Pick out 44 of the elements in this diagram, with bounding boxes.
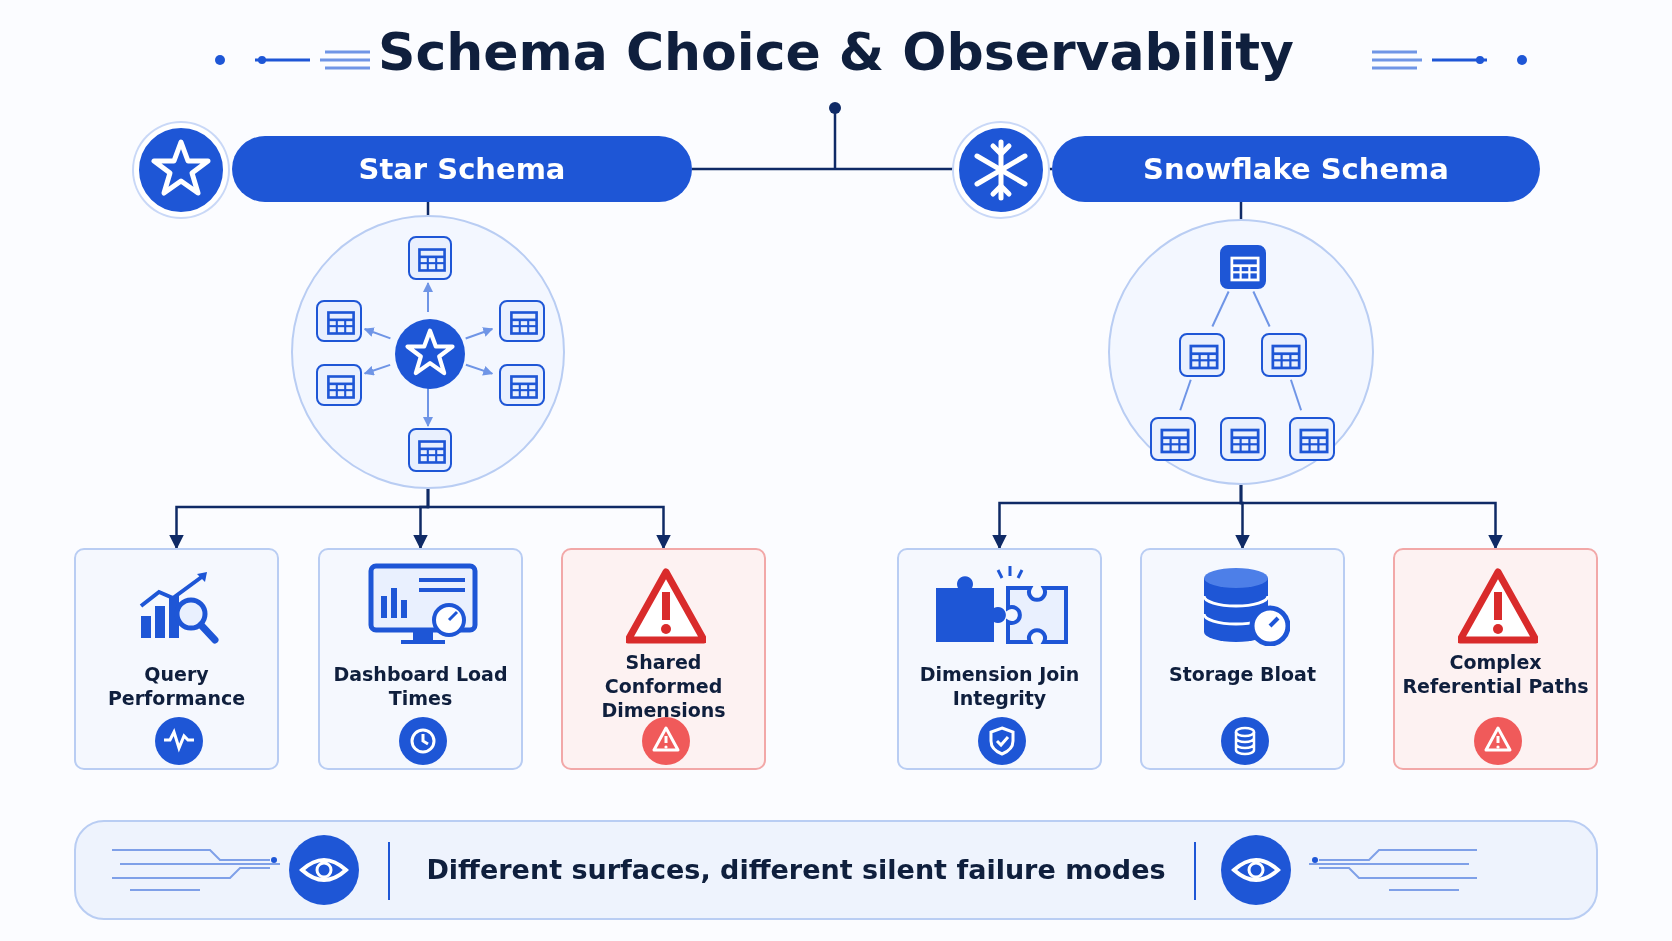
metric-card — [1140, 548, 1345, 770]
arrow — [426, 489, 671, 550]
table-node — [1261, 333, 1307, 377]
connector-line — [1252, 290, 1271, 328]
arrow — [363, 327, 392, 340]
connector-line — [1289, 378, 1303, 412]
connector-line — [1239, 202, 1243, 219]
table-node — [316, 364, 362, 406]
connector-line — [1179, 378, 1192, 412]
banner-text: Different surfaces, different silent failure modes — [425, 854, 1167, 885]
table-node — [1150, 417, 1196, 461]
title: Schema Choice & Observability — [377, 22, 1294, 82]
connector-line — [426, 202, 430, 215]
arrow — [423, 282, 433, 313]
header-title: Star Schema — [358, 152, 566, 186]
card-title: Complex Referential Paths — [1401, 650, 1590, 698]
table-node — [1220, 245, 1266, 289]
header-title: Snowflake Schema — [1143, 152, 1449, 186]
connector-line — [1211, 290, 1230, 328]
arrow — [363, 363, 392, 376]
table-node — [499, 364, 545, 406]
warning-card — [561, 548, 766, 770]
table-node — [1220, 417, 1266, 461]
card-title: Dimension Join Integrity — [918, 662, 1081, 710]
arrow — [464, 327, 494, 340]
arrow — [464, 363, 494, 376]
table-node — [1289, 417, 1335, 461]
arrow — [423, 386, 433, 427]
summary-banner — [74, 820, 1598, 920]
table-node — [408, 236, 452, 280]
card-title: Shared Conformed Dimensions — [600, 650, 727, 722]
metric-card — [318, 548, 523, 770]
card-title: Storage Bloat — [1167, 662, 1318, 686]
connector-line — [692, 167, 1052, 171]
table-node — [499, 300, 545, 342]
table-node — [408, 428, 452, 472]
arrow — [1239, 485, 1503, 550]
metric-card — [74, 548, 279, 770]
card-title: Dashboard Load Times — [332, 662, 509, 710]
card-title: Query Performance — [106, 662, 247, 710]
metric-card — [897, 548, 1102, 770]
table-node — [316, 300, 362, 342]
table-node — [1179, 333, 1225, 377]
warning-card — [1393, 548, 1598, 770]
